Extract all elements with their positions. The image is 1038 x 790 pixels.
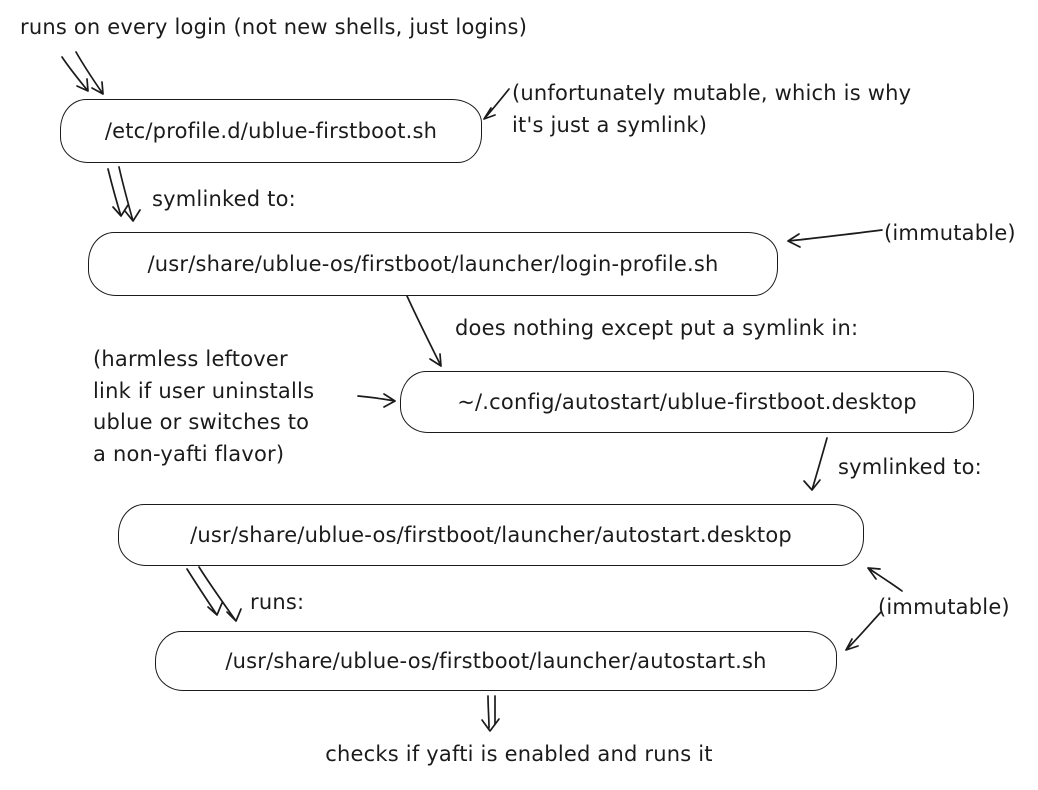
arrow-etc-profile-to-login-profile	[107, 166, 141, 222]
note-unfortunately-mutable: (unfortunately mutable, which is why it'…	[512, 81, 912, 137]
node-label: /usr/share/ublue-os/firstboot/launcher/a…	[225, 649, 767, 673]
node-label: /usr/share/ublue-os/firstboot/launcher/a…	[190, 523, 792, 547]
arrow-login-note-to-etc-profile	[61, 51, 104, 95]
node-etc-profile-script: /etc/profile.d/ublue-firstboot.sh	[60, 99, 482, 163]
label-runs: runs:	[250, 590, 305, 614]
note-immutable-1: (immutable)	[884, 221, 1016, 245]
arrow-autostart-desktop-to-autostart-sh	[186, 566, 242, 622]
arrow-harmless-note-to-autostart-symlink	[357, 393, 396, 408]
label-symlinked-to-1: symlinked to:	[152, 187, 296, 211]
arrow-immutable2-to-autostart-sh	[845, 611, 882, 651]
arrow-login-profile-to-autostart-symlink	[406, 295, 442, 367]
label-symlinked-to-2: symlinked to:	[838, 455, 982, 479]
note-harmless-leftover: (harmless leftover link if user uninstal…	[93, 347, 315, 466]
arrow-autostart-sh-to-bottom-note	[481, 695, 500, 732]
node-label: /usr/share/ublue-os/firstboot/launcher/l…	[147, 252, 719, 276]
arrow-mutable-note-to-etc-profile	[483, 88, 510, 120]
arrow-immutable2-to-autostart-desktop	[867, 567, 903, 592]
arrow-autostart-symlink-to-autostart-desktop	[803, 437, 828, 491]
note-checks-yafti: checks if yafti is enabled and runs it	[325, 742, 713, 766]
note-runs-on-login: runs on every login (not new shells, jus…	[20, 15, 528, 39]
node-autostart-shell-script: /usr/share/ublue-os/firstboot/launcher/a…	[155, 631, 837, 691]
note-immutable-2: (immutable)	[878, 595, 1010, 619]
node-autostart-desktop-symlink: ~/.config/autostart/ublue-firstboot.desk…	[400, 371, 974, 433]
node-label: /etc/profile.d/ublue-firstboot.sh	[104, 119, 438, 143]
arrow-immutable1-to-login-profile	[787, 229, 883, 248]
node-autostart-desktop-file: /usr/share/ublue-os/firstboot/launcher/a…	[118, 504, 864, 566]
node-login-profile-script: /usr/share/ublue-os/firstboot/launcher/l…	[88, 232, 778, 296]
label-does-nothing-except-symlink: does nothing except put a symlink in:	[455, 316, 859, 340]
node-label: ~/.config/autostart/ublue-firstboot.desk…	[457, 390, 917, 414]
